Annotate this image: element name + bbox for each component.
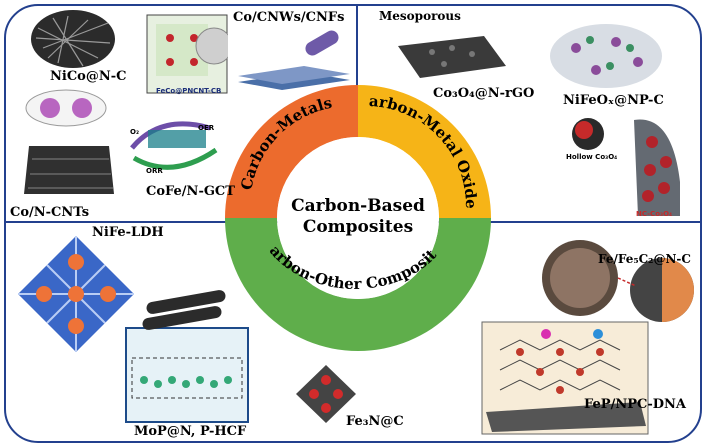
fe3n-image	[296, 365, 356, 423]
hollow-co3o4-image	[572, 118, 680, 216]
label-co3o4: Co₃O₄@N-rGO	[433, 86, 535, 101]
label-nifeox: NiFeOₓ@NP-C	[563, 93, 664, 108]
label-mesoporous: Mesoporous	[379, 9, 461, 23]
feco-image	[146, 14, 228, 94]
mop-image	[125, 290, 249, 423]
nifeldh-image	[18, 236, 134, 352]
sector-others	[225, 218, 491, 351]
cofe-image	[130, 121, 218, 170]
label-feco: FeCo@PNCNT-CB	[156, 87, 222, 95]
label-nifeldh: NiFe-LDH	[92, 225, 164, 240]
cocnw-image	[238, 30, 350, 90]
label-cofe: CoFe/N-GCT	[146, 184, 235, 199]
fefe5c2-image	[542, 240, 694, 322]
nico-image	[31, 10, 115, 68]
label-cocnw: Co/CNWs/CNFs	[233, 10, 345, 25]
label-hollow: Hollow Co₃O₄	[566, 153, 618, 161]
center-title: Carbon-Based Composites	[263, 196, 453, 238]
fep-image	[481, 321, 649, 435]
label-o2: O₂	[130, 128, 140, 136]
label-fefe5c2: Fe/Fe₅C₂@N-C	[598, 252, 691, 266]
nifeox-image	[550, 24, 662, 88]
label-cocnt: Co/N-CNTs	[10, 205, 90, 220]
label-ncco: NC-Co₃O₄	[636, 210, 673, 218]
label-mop: MoP@N, P-HCF	[134, 424, 247, 439]
center-title-line1: Carbon-Based	[291, 196, 425, 216]
center-title-line2: Composites	[302, 217, 414, 237]
label-fe3n: Fe₃N@C	[346, 414, 404, 429]
label-orr: ORR	[146, 167, 163, 175]
label-nico: NiCo@N-C	[50, 69, 127, 84]
vertical-divider	[356, 6, 358, 130]
co3o4-image	[398, 36, 506, 78]
outer-frame	[4, 4, 702, 443]
sector-oxides	[358, 85, 491, 218]
label-fep: FeP/NPC-DNA	[584, 397, 686, 412]
sector-metals	[225, 85, 358, 218]
cocnt-image	[24, 89, 114, 194]
label-oer: OER	[198, 124, 215, 132]
